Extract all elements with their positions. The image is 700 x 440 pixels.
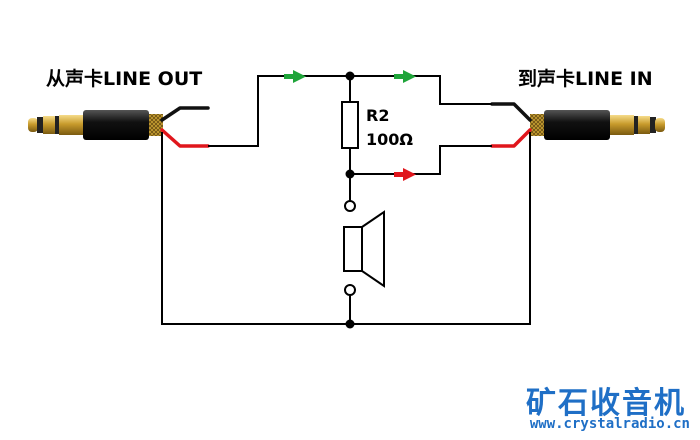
- speaker-icon: [343, 210, 385, 288]
- resistor-icon: [341, 101, 359, 149]
- watermark-brand: 矿石收音机: [526, 386, 686, 421]
- signal-arrow-left-icon: [284, 70, 306, 83]
- resistor-value: 100Ω: [366, 130, 413, 149]
- junction-top: [345, 71, 355, 81]
- junction-dots: [345, 71, 355, 329]
- terminal-top: [344, 200, 356, 212]
- terminal-bottom: [344, 284, 356, 296]
- right-audio-plug-icon: [530, 110, 665, 140]
- watermark-site: www.crystalradio.cn: [529, 416, 690, 432]
- junction-bottom: [345, 319, 355, 329]
- left-plug-leads: [160, 106, 210, 148]
- source-label: 从声卡LINE OUT: [46, 68, 203, 90]
- junction-middle: [345, 169, 355, 179]
- ground-arrow-icon: [394, 168, 416, 181]
- left-audio-plug-icon: [28, 110, 163, 140]
- speaker-terminals: [344, 200, 356, 296]
- signal-arrow-right-icon: [394, 70, 416, 83]
- right-plug-leads: [490, 102, 532, 148]
- destination-label: 到声卡LINE IN: [518, 68, 653, 90]
- resistor-name: R2: [366, 106, 390, 125]
